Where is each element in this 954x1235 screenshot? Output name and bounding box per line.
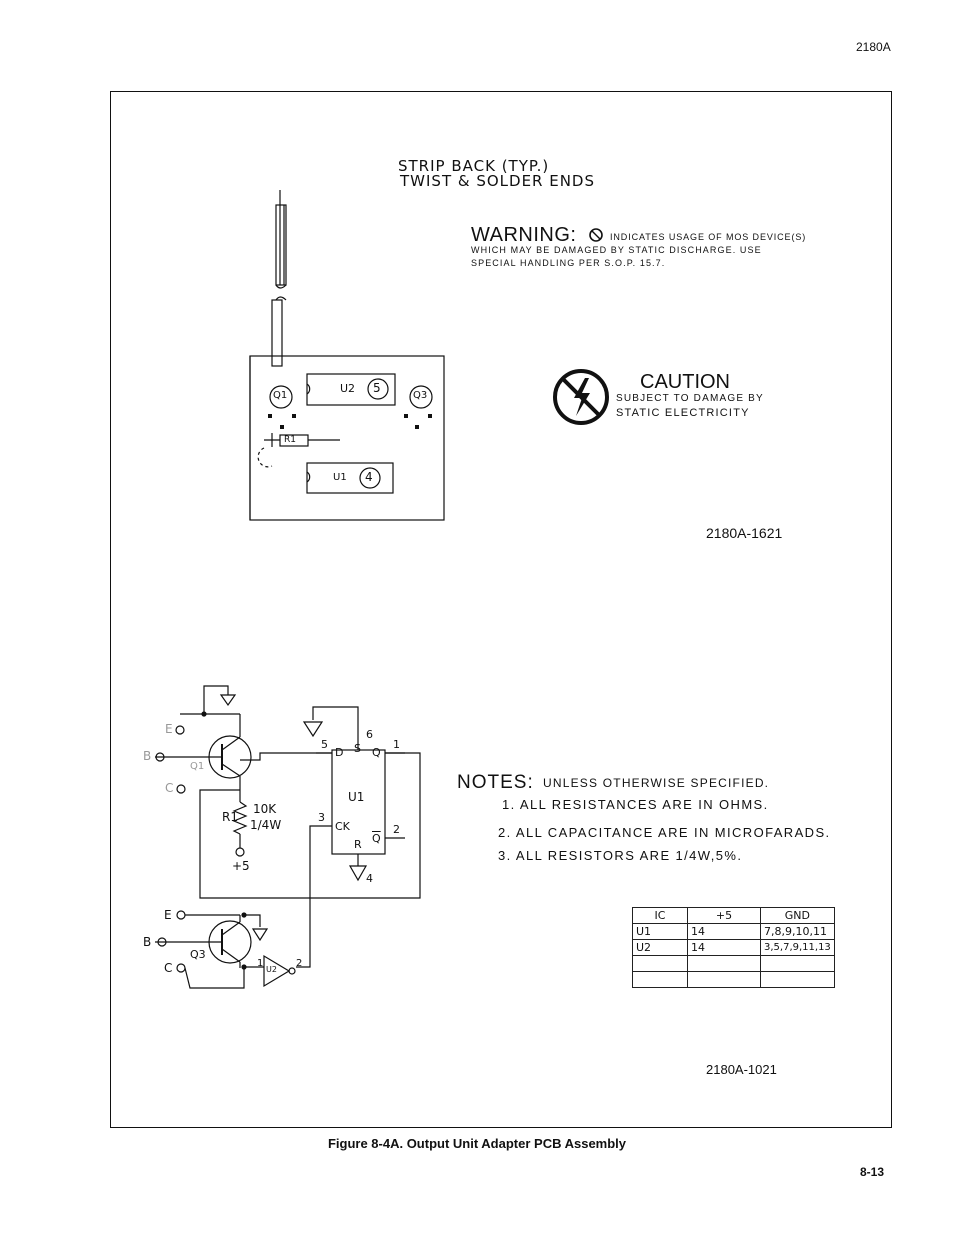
figure-frame <box>110 91 892 1128</box>
r1-name: R1 <box>222 810 238 824</box>
pcb-label-u2-number: 5 <box>373 381 381 395</box>
u2-buffer-symbol <box>263 954 296 988</box>
caution-line2: STATIC ELECTRICITY <box>616 407 750 419</box>
u1-pin6-number: 6 <box>366 728 373 741</box>
u2-number-circle <box>367 378 389 400</box>
table-cell <box>760 971 835 988</box>
table-row <box>632 955 835 972</box>
u1-pin4-number: 4 <box>366 872 373 885</box>
solder-pads <box>268 414 432 429</box>
notes-subtitle: UNLESS OTHERWISE SPECIFIED. <box>543 776 770 790</box>
pcb-label-r1: R1 <box>284 435 296 445</box>
r1-footprint <box>264 433 340 447</box>
q1-transistor-symbol <box>155 714 421 899</box>
u2-name: U2 <box>266 965 277 974</box>
q1-emitter-ground <box>180 685 240 717</box>
q1-name: Q1 <box>190 761 205 772</box>
u1-ground-pin6 <box>302 706 359 750</box>
u1-number-circle <box>359 467 381 489</box>
q1-pin-b: B <box>143 749 152 763</box>
static-caution-icon <box>553 369 609 425</box>
q3-name: Q3 <box>190 948 206 961</box>
u2-pin-in: 1 <box>257 958 264 969</box>
pcb-label-q1: Q1 <box>273 390 288 401</box>
u1-ground-pin4 <box>348 854 368 882</box>
pcb-label-u2: U2 <box>340 382 356 395</box>
pcb-label-u1: U1 <box>333 472 347 483</box>
schematic-figure-number: 2180A-1021 <box>706 1062 777 1077</box>
warning-title: WARNING: <box>471 224 577 246</box>
table-cell <box>760 955 835 972</box>
terminals <box>155 725 186 973</box>
u1-chip-outline <box>306 462 394 494</box>
u1-pin3-number: 3 <box>318 811 325 824</box>
q1-footprint <box>269 385 293 409</box>
u1-pin-d: D <box>335 746 344 759</box>
assembly-note-line2: TWIST & SOLDER ENDS <box>400 172 596 190</box>
q3-transistor-symbol <box>155 912 269 989</box>
pcb-label-q3: Q3 <box>413 390 428 401</box>
warning-line3: SPECIAL HANDLING PER S.O.P. 15.7. <box>471 258 666 268</box>
u1-pin-s: S <box>354 742 361 755</box>
figure-caption: Figure 8-4A. Output Unit Adapter PCB Ass… <box>327 1136 627 1151</box>
table-cell: 14 <box>687 939 761 956</box>
q3-pin-c: C <box>164 961 173 975</box>
document-number: 2180A <box>856 40 891 54</box>
table-header-cell: GND <box>760 907 835 924</box>
warning-line1: INDICATES USAGE OF MOS DEVICE(S) <box>610 232 807 242</box>
note-item-2: 2. ALL CAPACITANCE ARE IN MICROFARADS. <box>498 825 831 840</box>
r1-rating: 1/4W <box>250 818 282 832</box>
u2-pin-out: 2 <box>296 958 303 969</box>
u1-pin5-number: 5 <box>321 738 328 751</box>
table-cell: U2 <box>632 939 688 956</box>
pcb-outline <box>249 355 445 521</box>
u2-chip-outline <box>306 373 396 406</box>
table-cell <box>687 971 761 988</box>
table-header-row: IC +5 GND <box>632 907 835 924</box>
caution-title: CAUTION <box>640 371 730 393</box>
notes-title: NOTES: <box>457 772 534 793</box>
u1-pin-ck: CK <box>335 820 350 833</box>
table-row: U1 14 7,8,9,10,11 <box>632 923 835 940</box>
table-cell: 14 <box>687 923 761 940</box>
q1-pin-e: E <box>165 722 173 736</box>
r1-supply: +5 <box>232 859 250 873</box>
u1-pin1-number: 1 <box>393 738 400 751</box>
table-header-cell: IC <box>632 907 688 924</box>
caution-line1: SUBJECT TO DAMAGE BY <box>616 393 764 404</box>
page-number: 8-13 <box>860 1165 885 1179</box>
table-cell <box>632 955 688 972</box>
table-header-cell: +5 <box>687 907 761 924</box>
r1-resistor-symbol <box>232 790 248 857</box>
cable-wires <box>271 190 287 367</box>
q3-pin-e: E <box>164 908 172 922</box>
q3-footprint <box>409 385 433 409</box>
mos-symbol-icon <box>589 228 603 242</box>
u1-pin-r: R <box>354 838 362 851</box>
u1-pin2-number: 2 <box>393 823 400 836</box>
note-item-3: 3. ALL RESISTORS ARE 1/4W,5%. <box>498 848 743 863</box>
ic-power-table: IC +5 GND U1 14 7,8,9,10,11 U2 14 3,5,7,… <box>632 907 835 988</box>
u1-pin-qbar: Q <box>372 832 381 845</box>
table-cell: U1 <box>632 923 688 940</box>
assembly-note-line1: STRIP BACK (TYP.) <box>398 157 550 175</box>
q1-pin-c: C <box>165 781 174 795</box>
table-row: U2 14 3,5,7,9,11,13 <box>632 939 835 956</box>
table-cell <box>632 971 688 988</box>
table-cell <box>687 955 761 972</box>
table-row <box>632 971 835 988</box>
u1-name: U1 <box>348 790 365 804</box>
r1-value: 10K <box>253 802 277 816</box>
component-outline <box>257 447 273 468</box>
q3-pin-b: B <box>143 935 152 949</box>
pcb-label-u1-number: 4 <box>365 470 373 484</box>
u1-pin-q: Q <box>372 746 381 759</box>
table-cell: 7,8,9,10,11 <box>760 923 835 940</box>
table-cell: 3,5,7,9,11,13 <box>760 939 835 956</box>
warning-line2: WHICH MAY BE DAMAGED BY STATIC DISCHARGE… <box>471 245 762 255</box>
assembly-figure-number: 2180A-1621 <box>706 525 783 541</box>
note-item-1: 1. ALL RESISTANCES ARE IN OHMS. <box>502 797 769 812</box>
